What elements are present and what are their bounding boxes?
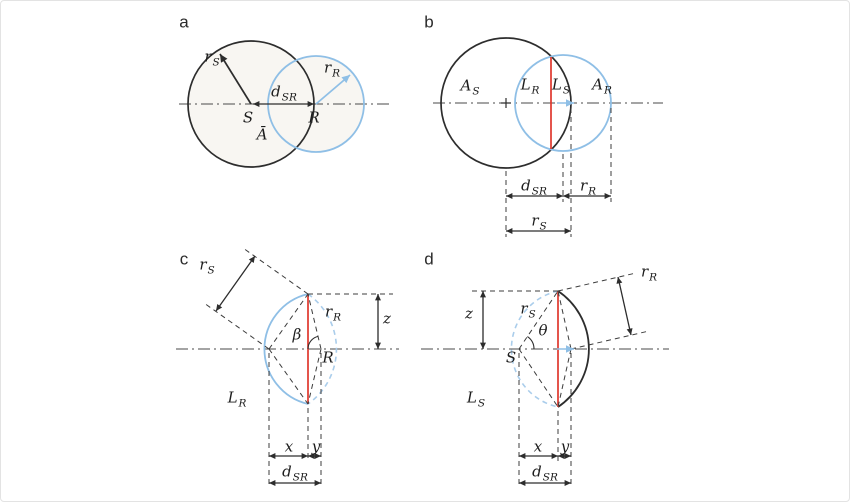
s-circle-arc-dashed (307, 293, 338, 405)
panel-d-x-label: x (533, 437, 543, 456)
panel-c-z-label: z (383, 309, 391, 328)
panel-c-r-point-label: R (322, 348, 334, 367)
extension-line (570, 330, 650, 350)
panel-d-theta-label: θ (538, 321, 548, 340)
panel-b-a-s-label: AS (460, 76, 480, 98)
radius-construction-line (268, 293, 309, 350)
radius-construction-line (557, 290, 572, 350)
panel-d-letter: d (424, 249, 434, 269)
panel-c-x-label: x (284, 437, 294, 456)
panel-d-geometry (421, 272, 669, 488)
extension-line (242, 247, 309, 295)
radius-construction-line (557, 348, 572, 408)
panel-a-r-r-label: rR (323, 58, 341, 80)
panel-b-l-s-label: LS (551, 75, 571, 97)
r-circle-segment-arc (263, 293, 309, 405)
panel-a-letter: a (179, 12, 189, 32)
beta-angle-arc (307, 335, 319, 350)
panel-a-s-point-label: S (242, 108, 254, 127)
panel-c-r-s-label: rS (199, 255, 215, 277)
panel-b-l-r-label: LR (520, 75, 540, 97)
panel-b-r-s-label: rS (531, 211, 547, 233)
panel-c-l-r-label: LR (227, 388, 247, 410)
extension-line (557, 272, 637, 292)
radius-construction-line (307, 293, 322, 350)
s-circle-segment-arc (557, 290, 590, 408)
panel-d-r-r-label: rR (640, 262, 658, 284)
panel-b-a-r-label: AR (592, 75, 612, 97)
panel-b-d-sr-label: dSR (521, 176, 547, 198)
extension-line (203, 302, 270, 350)
center-s-plus-marker (501, 98, 511, 108)
panel-a-d-sr-label: dSR (271, 82, 297, 104)
r-r-dimension-arrow (616, 276, 633, 336)
panel-c-d-sr-label: dSR (282, 462, 308, 484)
panel-c-letter: c (179, 249, 189, 269)
radius-construction-line (268, 348, 309, 405)
radius-construction-line (518, 290, 559, 350)
radius-construction-line (307, 348, 322, 405)
panel-d-z-label: z (465, 304, 473, 323)
r-circle-arc-dashed (510, 290, 559, 408)
panel-b-geometry (433, 37, 663, 237)
r-s-radius-arrow (219, 53, 252, 105)
panel-b-r-r-label: rR (579, 176, 597, 198)
r-r-radius-arrow (315, 74, 351, 105)
panel-d-l-s-label: LS (466, 388, 486, 410)
panel-a-union-area-label: Ā (256, 125, 268, 144)
panel-a-geometry (179, 40, 393, 168)
panel-c-geometry (176, 247, 399, 488)
panel-c-beta-label: β (292, 325, 302, 344)
panel-d-y-label: y (560, 437, 570, 456)
panel-b-letter: b (424, 12, 434, 32)
theta-angle-arc (527, 336, 535, 350)
panel-c-y-label: y (311, 437, 321, 456)
receiver-circle (514, 54, 612, 152)
panel-a-r-s-label: rS (204, 47, 220, 69)
panel-d-d-sr-label: dSR (532, 462, 558, 484)
panel-a-r-point-label: R (308, 108, 320, 127)
radius-construction-line (518, 348, 559, 408)
r-s-dimension-arrow (215, 255, 256, 312)
panel-d-s-point-label: S (505, 348, 517, 367)
panel-c-r-r-label: rR (324, 302, 342, 324)
panel-d-r-s-label: rS (520, 299, 536, 321)
